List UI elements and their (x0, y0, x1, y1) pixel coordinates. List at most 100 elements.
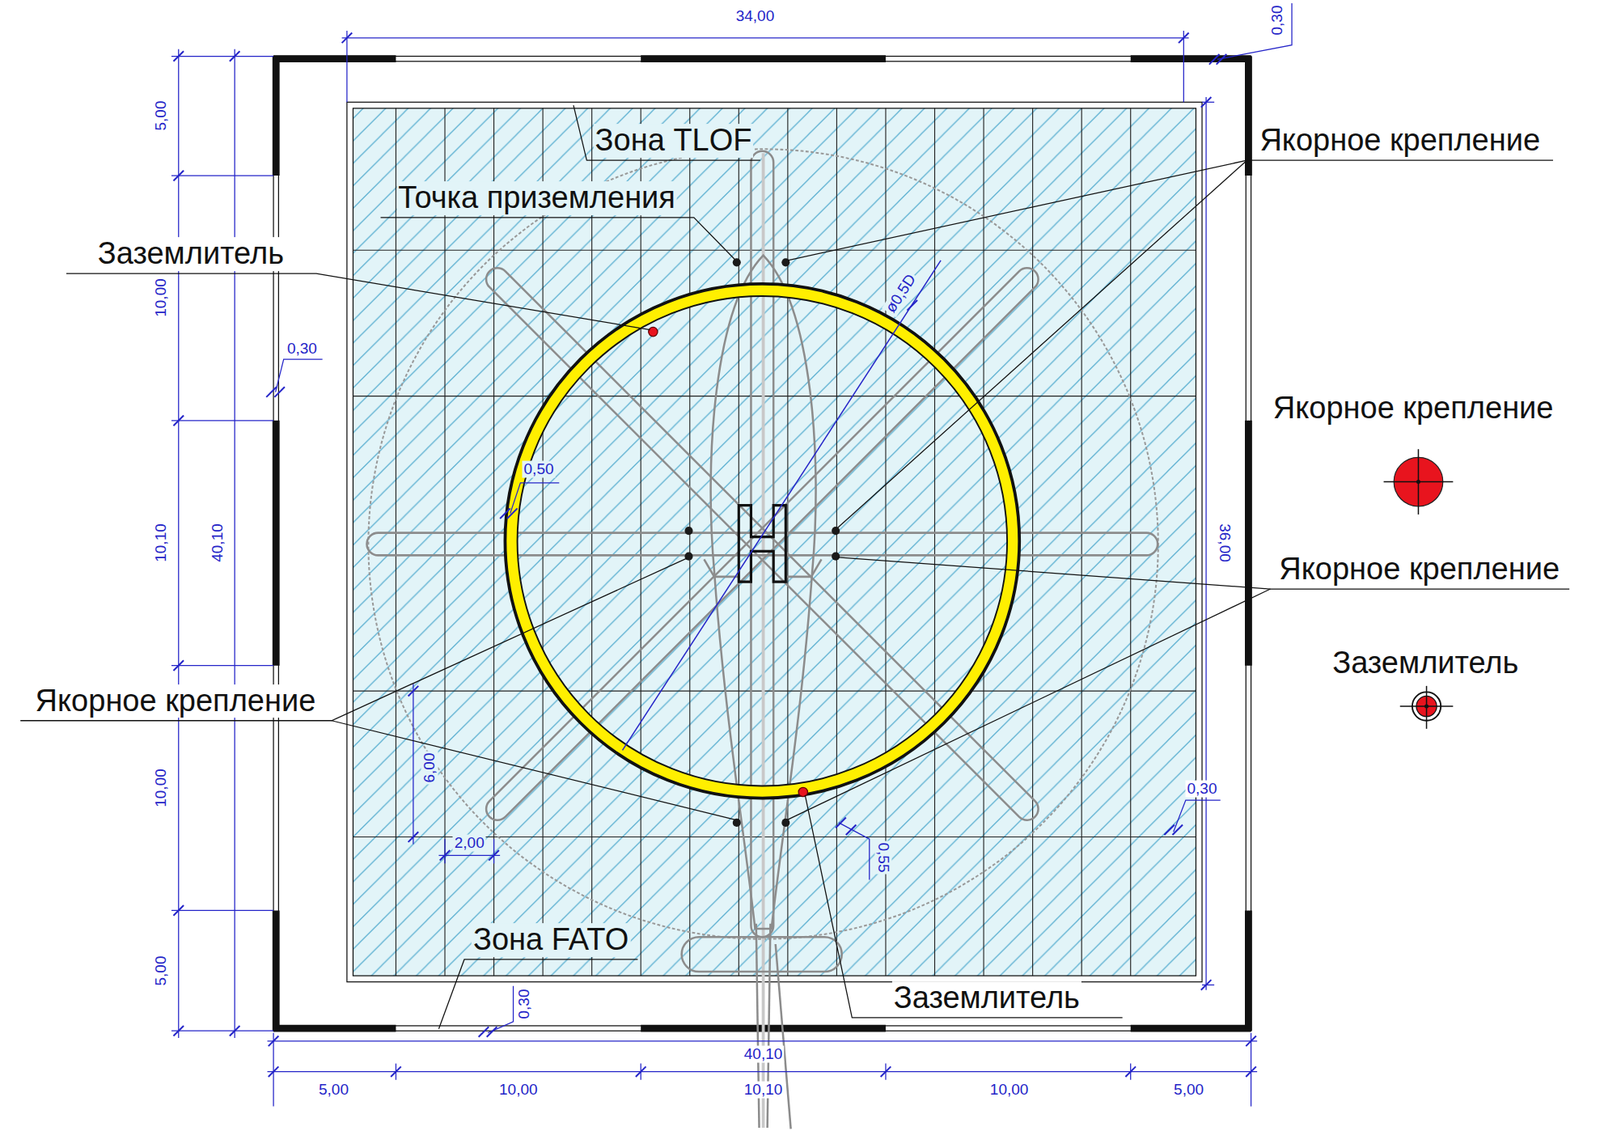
extension-line (1250, 1032, 1252, 1107)
dimension-value: 40,10 (742, 1045, 785, 1063)
callout-label: Зона TLOF (593, 123, 754, 158)
dimension-tick (507, 507, 518, 519)
anchor-point (781, 818, 790, 827)
boundary-wall (1130, 1024, 1252, 1033)
dimension-tick (229, 1025, 241, 1037)
slab-joint (1032, 108, 1033, 976)
callout-label: Точка приземления (396, 181, 678, 216)
boundary-wall (273, 55, 396, 63)
callout-label: Якорное крепление (1277, 552, 1562, 587)
leader-line (787, 588, 1271, 820)
dimension-value: 36,00 (1215, 521, 1233, 564)
extension-line (1130, 1063, 1131, 1080)
dimension-value: 10,10 (152, 521, 170, 564)
dimension-leader (487, 986, 514, 1033)
callout-label: Якорное крепление (33, 684, 318, 719)
extension-line (1202, 101, 1215, 103)
dimension-value: 10,00 (152, 766, 170, 809)
extension-line (395, 1063, 397, 1080)
dimension-leader (1217, 3, 1292, 60)
boundary-wall (272, 910, 280, 1031)
tail-axis (761, 152, 766, 1128)
dimension-tick (906, 300, 918, 311)
extension-line (346, 30, 348, 102)
legend-text: Якорное крепление (1271, 391, 1556, 426)
leader-line (66, 273, 651, 330)
boundary-wall (1244, 420, 1253, 666)
drawing (20, 3, 1570, 1129)
dimension-leader (838, 822, 870, 881)
extension-line (640, 1063, 642, 1080)
slab-joint (640, 108, 642, 976)
leader-line (573, 105, 761, 161)
diameter-line (622, 260, 942, 751)
dimension-value: 5,00 (1172, 1081, 1206, 1099)
slab-joint (542, 108, 544, 976)
slab-joint (689, 108, 690, 976)
dimension-value: 0,30 (1185, 780, 1220, 798)
dimension-tick (846, 824, 857, 835)
leaders (20, 105, 1570, 1029)
dimension-value: 0,55 (875, 840, 893, 874)
boundary-wall (1244, 910, 1253, 1031)
tlof-area (352, 108, 1196, 976)
boundary-wall (640, 55, 886, 63)
dimension-leader (275, 359, 323, 392)
dimension-tick (1172, 824, 1183, 835)
dimension-value: 0,50 (522, 461, 556, 479)
extension-line (171, 55, 274, 57)
boundary-wall (273, 1024, 396, 1033)
slab-joint (1130, 108, 1131, 976)
grounding-point (798, 787, 808, 796)
anchor-point (781, 258, 790, 267)
extension-line (884, 1063, 886, 1080)
leader-line (438, 959, 638, 1029)
extension-line (1202, 984, 1215, 986)
dimension-tick (408, 685, 420, 697)
extension-line (493, 838, 495, 864)
dimension-line (234, 49, 236, 1038)
landing-gear (703, 558, 740, 576)
dimension-tick (408, 831, 420, 843)
extension-line (171, 664, 274, 666)
tail-rotor (681, 936, 843, 972)
fato-border (347, 101, 1203, 982)
slab-joint (934, 108, 936, 976)
dimension-value: 10,00 (152, 277, 170, 320)
extension-line (171, 910, 274, 911)
dimension-tick (835, 817, 847, 829)
dimension-tick (486, 1026, 498, 1038)
callout-label: Заземлитель (892, 981, 1082, 1016)
extension-line (171, 419, 274, 421)
rotor-blade (481, 263, 1043, 826)
extension-line (171, 1030, 274, 1032)
dimension-line (267, 1040, 1258, 1042)
slab-joint (1081, 108, 1083, 976)
touchdown-ring-edge (517, 296, 1008, 787)
grounding-point (648, 326, 658, 336)
dimension-value: 2,00 (452, 834, 487, 852)
h-marking (738, 505, 786, 583)
dimension-tick (274, 386, 285, 398)
boundary-wall (272, 420, 280, 666)
dimension-value: 10,10 (742, 1081, 785, 1099)
dimension-line (267, 1070, 1258, 1072)
anchor-point (831, 552, 840, 561)
dimension-line (438, 855, 500, 856)
slab-joint (591, 108, 593, 976)
touchdown-ring (511, 289, 1014, 792)
slab-joint (836, 108, 838, 976)
dimension-value: ø0,5D (881, 270, 921, 318)
leader-line (20, 558, 687, 721)
slab-joint (982, 108, 984, 976)
dimension-line (177, 49, 179, 1038)
extension-line (272, 1032, 274, 1107)
touchdown-ring-edge (504, 283, 1020, 799)
boundary-wall (272, 56, 280, 177)
dimension-tick (1216, 54, 1228, 65)
dimension-value: 10,00 (497, 1081, 540, 1099)
extension-line (444, 838, 445, 864)
callout-label: Зона FATO (471, 922, 631, 957)
dimension-value: 5,00 (317, 1081, 351, 1099)
